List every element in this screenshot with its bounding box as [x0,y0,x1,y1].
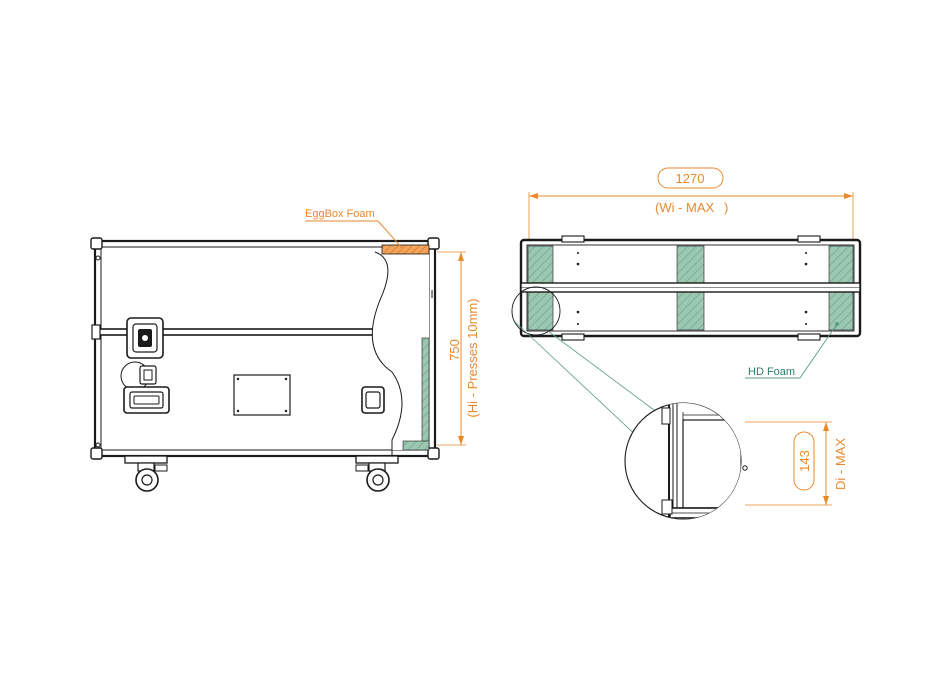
handle-icon [123,386,170,414]
detail-connector [514,321,642,441]
corner-bracket [90,237,103,250]
height-note: (Hi - Presses 10mm) [465,298,480,417]
eggbox-foam-label: EggBox Foam [305,208,375,220]
hd-foam-bottom [402,440,430,451]
hd-foam-side [421,337,430,451]
detail-connector [547,330,655,411]
width-value-badge [657,167,724,189]
zoom-detail: 143 Di - MAX [624,402,848,520]
height-dimension: 750 (Hi - Presses 10mm) [437,251,480,446]
latch-bottom [797,333,821,341]
detail-circle [511,286,561,336]
latch-bottom [561,333,585,341]
latch-detail-icon [139,365,157,385]
label-plate [233,374,291,416]
castor-wheel-icon [124,455,168,492]
butterfly-latch-icon [126,317,164,359]
corner-bracket [427,447,440,460]
top-view: 1270 (Wi - MAX ) [511,167,862,441]
handle-icon [361,386,385,414]
hd-foam-block [828,245,854,284]
hd-foam-block [676,291,705,331]
depth-note: Di - MAX [833,438,848,490]
latch-top [561,235,585,243]
corner-bracket [427,237,440,250]
height-value: 750 [447,339,462,361]
hd-foam-label: HD Foam [748,366,795,378]
width-value: 1270 [676,171,705,186]
rivet-icon [742,465,748,471]
width-note: (Wi - MAX [655,200,715,215]
cutaway-line [371,251,403,456]
profile-section [682,419,741,509]
depth-dimension: 143 Di - MAX [745,421,848,506]
eggbox-leader-line [377,220,403,249]
front-view: EggBox Foam 750 (Hi - Presses 10mm) [90,208,480,492]
hd-foam-block [527,245,554,284]
latch-top [797,235,821,243]
hinge [91,324,101,340]
hd-foam-block [527,291,554,331]
depth-value-badge [793,431,815,491]
castor-wheel-icon [355,455,399,492]
corner-bracket [90,447,103,460]
width-note-end: ) [724,200,728,215]
hd-foam-block [828,291,854,331]
hd-foam-block [676,245,705,284]
width-dimension: 1270 (Wi - MAX ) [528,167,854,240]
eggbox-foam-section [381,244,430,255]
depth-value: 143 [797,450,812,472]
hd-foam-leader [799,323,838,379]
